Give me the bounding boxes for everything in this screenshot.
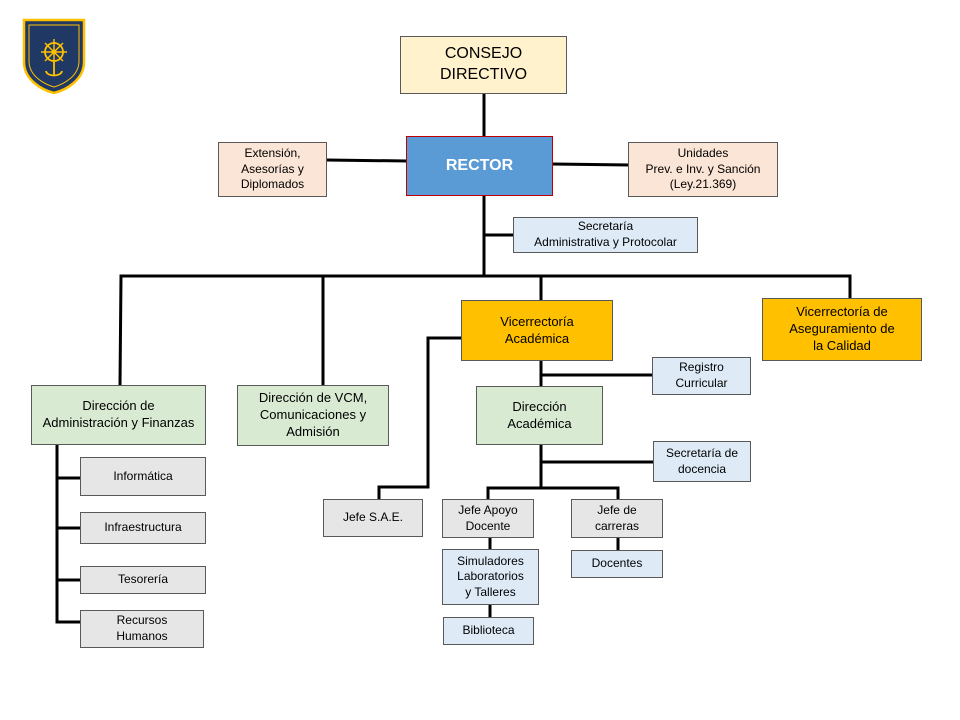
logo-shield-icon	[22, 18, 86, 95]
extension-label: Extensión, Asesorías y Diplomados	[240, 146, 305, 192]
direccion-academica-label: Dirección Académica	[507, 398, 572, 431]
vicerrectoria-calidad-label: Vicerrectoría de Aseguramiento de la Cal…	[789, 304, 895, 353]
consejo-directivo-label: CONSEJO DIRECTIVO	[439, 45, 528, 83]
jefe-sae-label: Jefe S.A.E.	[342, 510, 404, 525]
simuladores-label: Simuladores Laboratorios y Talleres	[457, 553, 524, 599]
secretaria-administrativa-box: Secretaría Administrativa y Protocolar	[513, 217, 698, 253]
jefe-apoyo-docente-label: Jefe Apoyo Docente	[458, 502, 518, 533]
simuladores-box: Simuladores Laboratorios y Talleres	[442, 549, 539, 605]
secretaria-administrativa-label: Secretaría Administrativa y Protocolar	[534, 219, 677, 249]
infraestructura-label: Infraestructura	[104, 520, 182, 535]
registro-curricular-box: Registro Curricular	[652, 357, 751, 395]
vicerrectoria-academica-label: Vicerrectoría Académica	[500, 313, 574, 346]
extension-box: Extensión, Asesorías y Diplomados	[218, 142, 327, 197]
vicerrectoria-calidad-box: Vicerrectoría de Aseguramiento de la Cal…	[762, 298, 922, 361]
recursos-humanos-box: Recursos Humanos	[80, 610, 204, 648]
rector-box: RECTOR	[406, 136, 553, 196]
jefe-sae-box: Jefe S.A.E.	[323, 499, 423, 537]
biblioteca-box: Biblioteca	[443, 617, 534, 645]
line-rector-extension	[325, 158, 408, 163]
line-rector-unidades	[551, 162, 630, 167]
direccion-vcm-label: Dirección de VCM, Comunicaciones y Admis…	[258, 390, 368, 439]
unidades-label: Unidades Prev. e Inv. y Sanción (Ley.21.…	[645, 146, 761, 192]
school-logo	[22, 18, 86, 95]
jefe-carreras-box: Jefe de carreras	[571, 499, 663, 538]
informatica-label: Informática	[113, 468, 173, 483]
direccion-vcm-box: Dirección de VCM, Comunicaciones y Admis…	[237, 385, 389, 446]
docentes-box: Docentes	[571, 550, 663, 578]
jefe-carreras-label: Jefe de carreras	[594, 502, 639, 533]
direccion-administracion-box: Dirección de Administración y Finanzas	[31, 385, 206, 445]
biblioteca-label: Biblioteca	[462, 623, 515, 638]
jefe-apoyo-docente-box: Jefe Apoyo Docente	[442, 499, 534, 538]
tesoreria-label: Tesorería	[117, 572, 169, 587]
informatica-box: Informática	[80, 457, 206, 496]
line-drop-admin	[118, 274, 123, 387]
line-vicerrectoria-sae	[377, 336, 463, 501]
secretaria-docencia-label: Secretaría de docencia	[665, 445, 739, 476]
infraestructura-box: Infraestructura	[80, 512, 206, 544]
unidades-box: Unidades Prev. e Inv. y Sanción (Ley.21.…	[628, 142, 778, 197]
direccion-academica-box: Dirección Académica	[476, 386, 603, 445]
direccion-administracion-label: Dirección de Administración y Finanzas	[42, 398, 195, 430]
docentes-label: Docentes	[591, 556, 643, 571]
vicerrectoria-academica-box: Vicerrectoría Académica	[461, 300, 613, 361]
consejo-directivo-box: CONSEJO DIRECTIVO	[400, 36, 567, 94]
secretaria-docencia-box: Secretaría de docencia	[653, 441, 751, 482]
recursos-humanos-label: Recursos Humanos	[116, 613, 168, 643]
tesoreria-box: Tesorería	[80, 566, 206, 594]
registro-curricular-label: Registro Curricular	[675, 360, 728, 390]
rector-label: RECTOR	[445, 156, 514, 174]
